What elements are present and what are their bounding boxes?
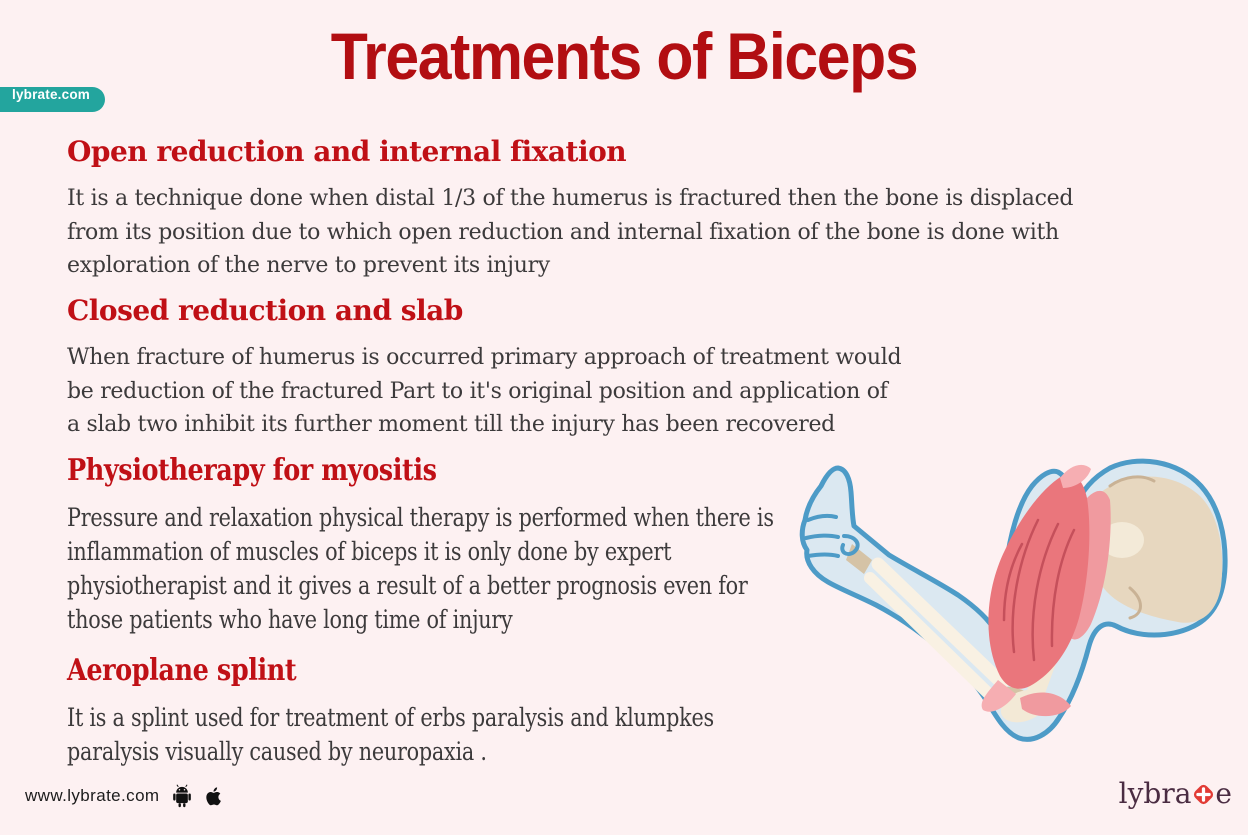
fist-finger-lines [804, 514, 860, 558]
section-body: It is a technique done when distal 1/3 o… [67, 186, 1074, 278]
muscle-fibre-lines [1002, 518, 1076, 662]
android-icon [173, 784, 192, 808]
lybrate-logo: lybra e [1119, 777, 1232, 810]
section-heading: Open reduction and internal fixation [67, 135, 627, 168]
section-body: Pressure and relaxation physical therapy… [67, 503, 774, 634]
footer-branding: www.lybrate.com [25, 784, 224, 808]
apple-icon [206, 786, 222, 805]
footer-url: www.lybrate.com [25, 786, 160, 805]
section-aeroplane-splint: Aeroplane splint It is a splint used for… [67, 653, 1077, 769]
section-heading: Closed reduction and slab [67, 294, 463, 327]
section-open-reduction: Open reduction and internal fixation It … [67, 134, 1077, 283]
lybrate-logo-text-left: lybra [1118, 777, 1192, 810]
section-closed-reduction: Closed reduction and slab When fracture … [67, 293, 1077, 442]
section-body: It is a splint used for treatment of erb… [67, 703, 714, 766]
biceps-muscle [981, 464, 1111, 717]
section-heading: Physiotherapy for myositis [67, 453, 437, 488]
section-physiotherapy: Physiotherapy for myositis Pressure and … [67, 453, 1077, 637]
shoulder-blade [1085, 475, 1223, 623]
lybrate-logo-text-right: e [1215, 777, 1232, 810]
arm-illustration [799, 458, 1228, 742]
lybrate-corner-badge: lybrate.com [0, 87, 105, 112]
section-body: When fracture of humerus is occurred pri… [67, 345, 902, 437]
section-heading: Aeroplane splint [67, 653, 297, 688]
page-title: Treatments of Biceps [330, 19, 919, 93]
lybrate-plus-icon [1191, 782, 1216, 807]
